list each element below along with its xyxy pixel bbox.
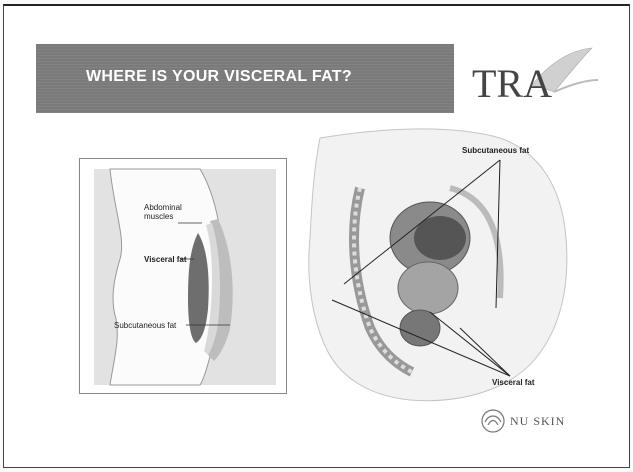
right-diagram: Subcutaneous fat Visceral fat — [300, 128, 590, 408]
anatomical-cross-section-illustration — [300, 128, 590, 408]
subcutaneous-fat-label-left: Subcutaneous fat — [114, 321, 176, 330]
subcutaneous-fat-label-right: Subcutaneous fat — [462, 146, 529, 155]
visceral-fat-label-left: Visceral fat — [144, 255, 187, 264]
nuskin-emblem-icon — [480, 408, 506, 434]
nuskin-logo-text: NU SKIN — [510, 414, 565, 429]
visceral-fat-label-right: Visceral fat — [492, 378, 535, 387]
abdominal-muscles-label-line1: Abdominal — [144, 203, 182, 212]
abdomen-side-view-illustration — [80, 159, 286, 393]
left-diagram-panel: Abdominal muscles Visceral fat Subcutane… — [79, 158, 287, 394]
nuskin-logo: NU SKIN — [480, 408, 590, 436]
abdominal-muscles-label-line2: muscles — [144, 212, 173, 221]
tra-logo-text: TRA — [472, 60, 552, 107]
title-banner: WHERE IS YOUR VISCERAL FAT? — [36, 44, 454, 113]
tra-logo: TRA — [462, 40, 602, 116]
slide-title: WHERE IS YOUR VISCERAL FAT? — [86, 68, 352, 86]
